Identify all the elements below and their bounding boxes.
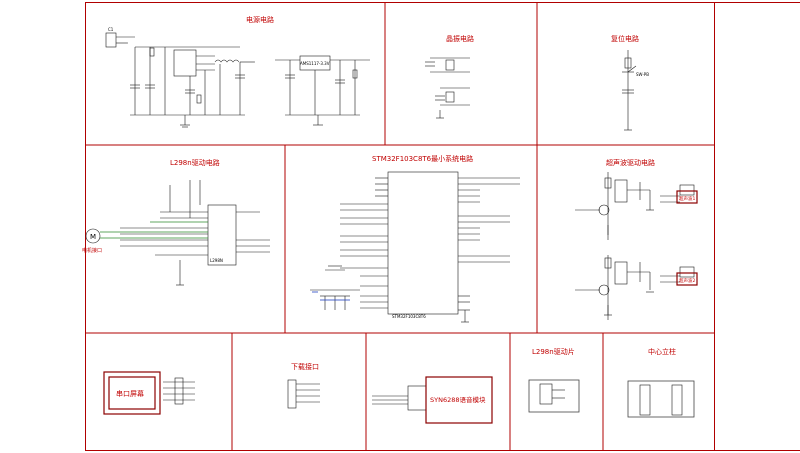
section-title-l298n-chip: L298n驱动片 xyxy=(532,348,575,356)
lcd-module-inner xyxy=(108,376,156,410)
l298-part-label: L298N xyxy=(210,258,223,263)
reset-switch-label: SW-PB xyxy=(636,72,649,77)
ultrasonic2-label: 超声波2 xyxy=(679,277,695,284)
section-title-pillar: 中心立柱 xyxy=(648,348,676,356)
section-title-serial: 下载接口 xyxy=(291,363,319,371)
schematic-frame-right xyxy=(715,2,800,451)
lcd-module-box xyxy=(103,371,161,415)
reset-circuit xyxy=(622,50,637,131)
ultrasonic-circuit xyxy=(575,172,695,320)
schematic-frame xyxy=(85,2,715,451)
mcu-circuit xyxy=(310,171,520,323)
ultrasonic1-box xyxy=(676,190,698,204)
section-title-crystal: 晶振电路 xyxy=(446,35,474,43)
crystal-circuit xyxy=(425,57,470,119)
l298n-chip-box xyxy=(528,379,580,413)
ultrasonic2-box xyxy=(676,272,698,286)
mcu-blue-caps xyxy=(312,291,350,301)
bottom-circuits xyxy=(163,376,683,424)
section-title-mcu: STM32F103C8T6最小系统电路 xyxy=(372,155,474,163)
motor-symbol: M xyxy=(90,233,96,241)
section-title-power: 电源电路 xyxy=(246,16,274,24)
lcd-module-label: 串口屏幕 xyxy=(116,389,144,398)
ultrasonic1-label: 超声波1 xyxy=(679,195,695,202)
voice-module-label: SYN6288语音模块 xyxy=(430,395,486,404)
power-circuit xyxy=(105,32,370,128)
left-strip xyxy=(0,14,85,451)
section-title-ultrasonic: 超声波驱动电路 xyxy=(606,159,655,167)
mcu-part-label: STM32F103C8T6 xyxy=(392,314,426,319)
motor-label: 电机接口 xyxy=(82,247,102,254)
regulator-part-label: AMS1117-3.3V xyxy=(300,61,330,66)
l298n-green-traces xyxy=(100,221,208,239)
section-title-reset: 复位电路 xyxy=(611,35,639,43)
module-boxes xyxy=(103,190,698,424)
section-title-l298n: L298n驱动电路 xyxy=(170,159,220,167)
cap-c1-label: C1 xyxy=(108,27,114,32)
pillar-box xyxy=(627,380,695,418)
voice-module-box xyxy=(425,376,493,424)
section-dividers xyxy=(85,2,715,451)
l298n-circuit xyxy=(85,180,270,286)
